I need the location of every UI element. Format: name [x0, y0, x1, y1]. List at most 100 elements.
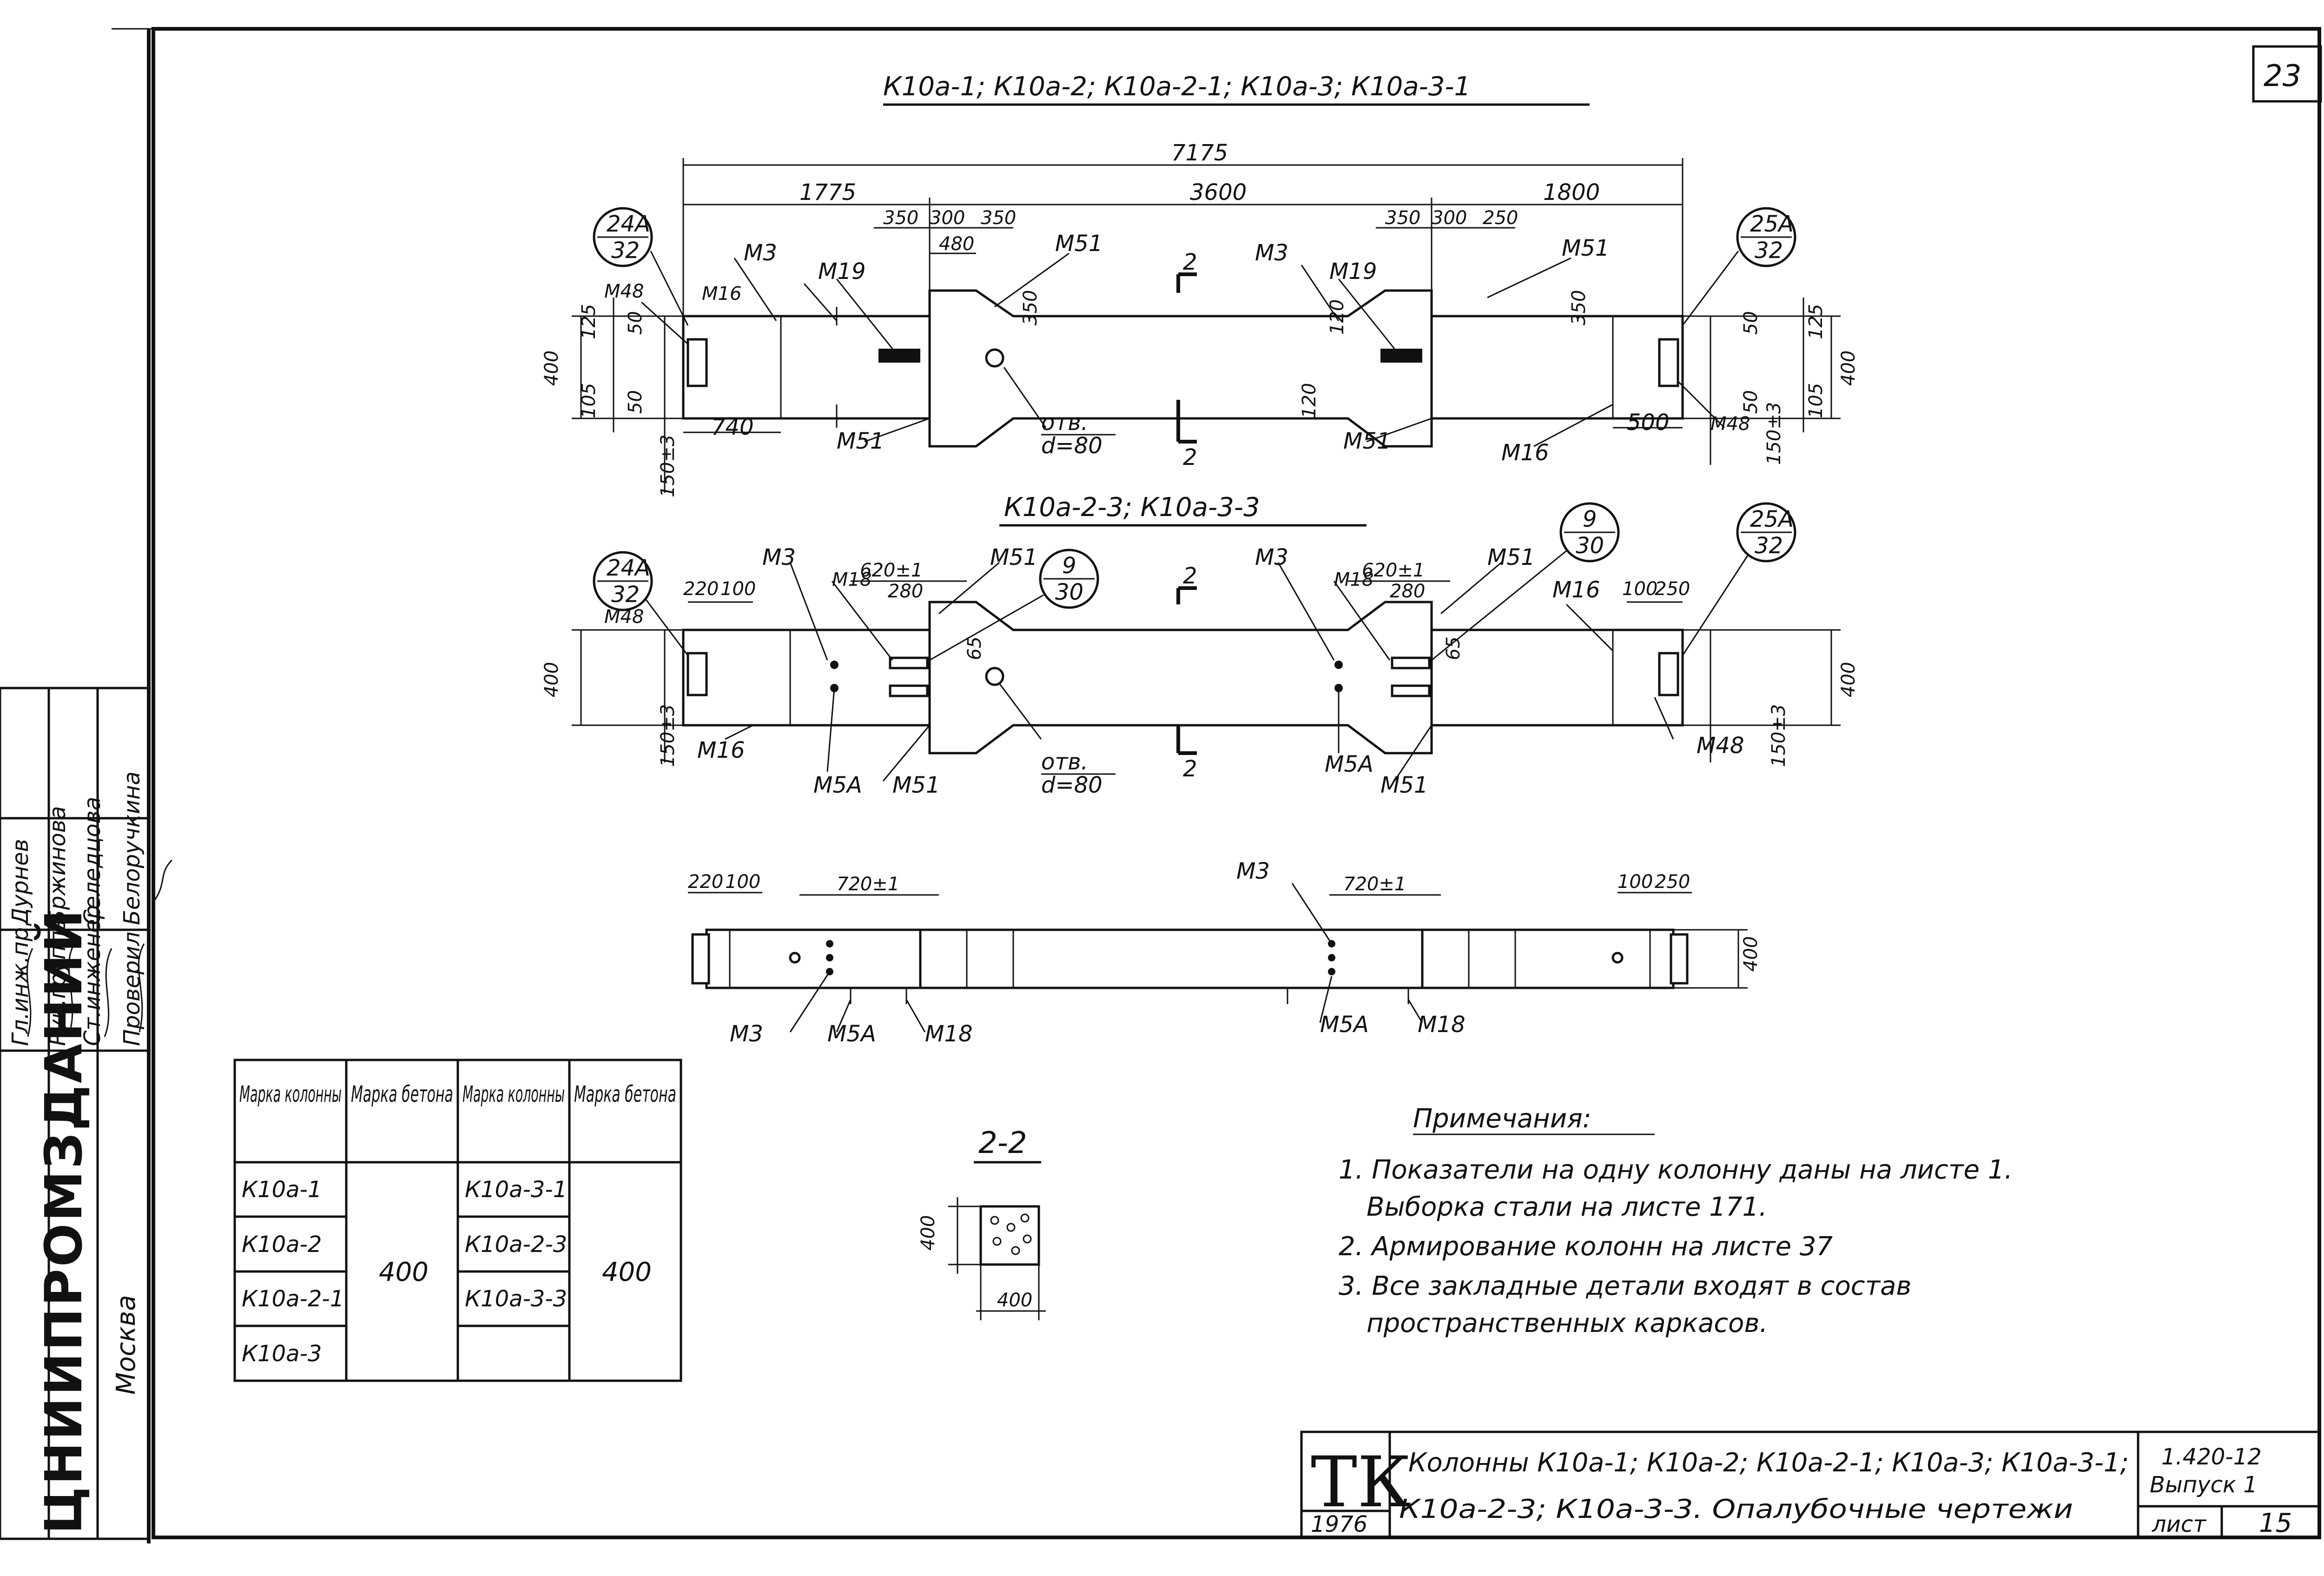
mark-m51-bottom-left: М51	[837, 428, 885, 454]
dim-400-side: 400	[1740, 936, 1762, 972]
section-cut-marks-top	[1176, 272, 1197, 444]
table-right-concrete: 400	[602, 1257, 652, 1287]
dim-100-mid-left: 100	[720, 578, 756, 600]
mark-m19-top-right: М19	[1329, 258, 1377, 285]
dim-720-right: 720±1	[1343, 874, 1406, 895]
dim-105-right: 105	[1805, 383, 1827, 418]
hole-label-top: отв.	[1041, 410, 1088, 436]
top-dimensions	[572, 158, 1841, 493]
stamp-sheet-number: 15	[2259, 1508, 2292, 1538]
dim-400-mid-right: 400	[1838, 662, 1859, 697]
note-1: 1. Показатели на одну колонну даны на ли…	[1339, 1155, 2013, 1185]
title-block	[1300, 1430, 2321, 1539]
callout-25a-mid	[1682, 502, 1796, 656]
mid-column-outline	[682, 601, 1684, 755]
name-2: Бржинова	[45, 806, 71, 925]
sheet-frame	[112, 27, 2322, 1543]
dim-280-left: 280	[888, 581, 923, 602]
top-leaders	[640, 252, 1725, 447]
mark-m48-bottom-right: М48	[1710, 413, 1750, 435]
note-1b: Выборка стали на листе 171.	[1367, 1192, 1767, 1222]
side-view	[691, 928, 1689, 1004]
mark-m18-mid-right: М18	[1334, 569, 1373, 590]
dim-250-side: 250	[1655, 871, 1690, 893]
dim-100-side-left: 100	[725, 871, 760, 893]
name-3: Селедцова	[79, 797, 106, 925]
table-right-row-2: К10а-2-3	[465, 1232, 567, 1258]
hole-diameter-top: d=80	[1041, 433, 1103, 459]
mark-m3-mid-left: М3	[762, 544, 796, 570]
mark-m16-bottom-right: М16	[1501, 440, 1549, 466]
dim-65-a: 65	[964, 636, 985, 660]
dim-350-vert-b: 350	[1568, 290, 1590, 325]
mark-m3-top-left: М3	[744, 240, 777, 266]
dim-350a: 350	[883, 207, 918, 229]
side-dimensions	[688, 892, 1748, 989]
callout-9-right-num: 9	[1583, 506, 1597, 532]
callout-24a-mid-num: 24А	[607, 555, 650, 581]
mark-m51-mid-left: М51	[990, 544, 1038, 570]
dim-150-right: 150±3	[1763, 402, 1785, 465]
section-mark-top-a: 2	[1183, 249, 1197, 275]
page-number: 23	[2264, 59, 2301, 93]
dim-400-mid-left: 400	[541, 662, 562, 697]
stamp-year: 1976	[1311, 1511, 1367, 1537]
dim-50b: 50	[625, 390, 646, 414]
section-title: 2-2	[978, 1126, 1027, 1160]
callout-9-mid-num: 9	[1062, 553, 1076, 579]
dim-620-right: 620±1	[1362, 560, 1425, 581]
name-4: Белоручкина	[119, 771, 145, 925]
staff-roles: Гл.инж.пр Рук.группы Ст.инженер Проверил	[7, 905, 145, 1046]
dim-350c: 350	[1385, 207, 1420, 229]
mark-table	[233, 1059, 682, 1382]
dim-left: 1775	[799, 179, 856, 205]
stamp-title-1: Колонны К10а-1; К10а-2; К10а-2-1; К10а-3…	[1408, 1448, 2129, 1478]
mark-m16-top-left: М16	[702, 283, 741, 305]
stamp-issue: Выпуск 1	[2150, 1472, 2258, 1498]
mark-m51-bottom-right: М51	[1343, 428, 1391, 454]
dim-350b: 350	[981, 207, 1016, 229]
section-mark-mid-b: 2	[1183, 756, 1197, 782]
role-1: Гл.инж.пр	[7, 927, 33, 1046]
dim-400-right: 400	[1838, 351, 1859, 386]
dim-100-side-right: 100	[1618, 871, 1653, 893]
top-view-title: К10а-1; К10а-2; К10а-2-1; К10а-3; К10а-3…	[883, 72, 1471, 102]
hole-label-mid: отв.	[1041, 749, 1088, 775]
dim-right: 1800	[1543, 179, 1600, 205]
section-mark-top-b: 2	[1183, 444, 1197, 470]
mark-m16-mid-right: М16	[1552, 577, 1600, 603]
mark-m51-top-center: М51	[1055, 231, 1103, 257]
dim-480: 480	[939, 233, 974, 255]
callout-9-right-sheet: 30	[1576, 533, 1604, 559]
table-left-concrete: 400	[379, 1257, 429, 1287]
dim-280-right: 280	[1390, 581, 1425, 602]
section-mark-mid-a: 2	[1183, 563, 1197, 589]
mark-m5a-mid-right: М5А	[1325, 751, 1373, 777]
side-leaders	[789, 883, 1423, 1033]
mark-m51-top-right: М51	[1562, 235, 1610, 261]
dim-105-left: 105	[578, 383, 600, 418]
table-header-3: Марка колонны	[462, 1081, 565, 1107]
top-column-outline	[682, 289, 1684, 448]
callout-25a-top-num: 25А	[1750, 211, 1794, 237]
section-dim-height: 400	[918, 1215, 939, 1251]
callout-24a-mid-sheet: 32	[611, 582, 640, 608]
dim-100-mid-right: 100	[1622, 578, 1657, 600]
signatures	[26, 859, 173, 1037]
mid-leaders	[725, 562, 1674, 781]
mark-m18-mid-left: М18	[832, 569, 872, 590]
mark-m3-top-right: М3	[1255, 240, 1288, 266]
stamp-series: 1.420-12	[2161, 1444, 2262, 1470]
mark-m51-mid-bottom-right: М51	[1380, 772, 1428, 798]
table-header-4: Марка бетона	[574, 1081, 676, 1107]
dim-50a: 50	[625, 311, 646, 335]
section-cut-marks-mid	[1176, 586, 1197, 755]
mark-m3-side-left: М3	[730, 1021, 763, 1047]
mark-m18-side-right: М18	[1418, 1012, 1466, 1038]
mark-m5a-mid-left: М5А	[813, 772, 862, 798]
notes-title: Примечания:	[1413, 1104, 1591, 1134]
table-right-row-1: К10а-3-1	[465, 1177, 567, 1203]
dim-620-left: 620±1	[860, 560, 923, 581]
dim-150-left: 150±3	[657, 435, 679, 497]
